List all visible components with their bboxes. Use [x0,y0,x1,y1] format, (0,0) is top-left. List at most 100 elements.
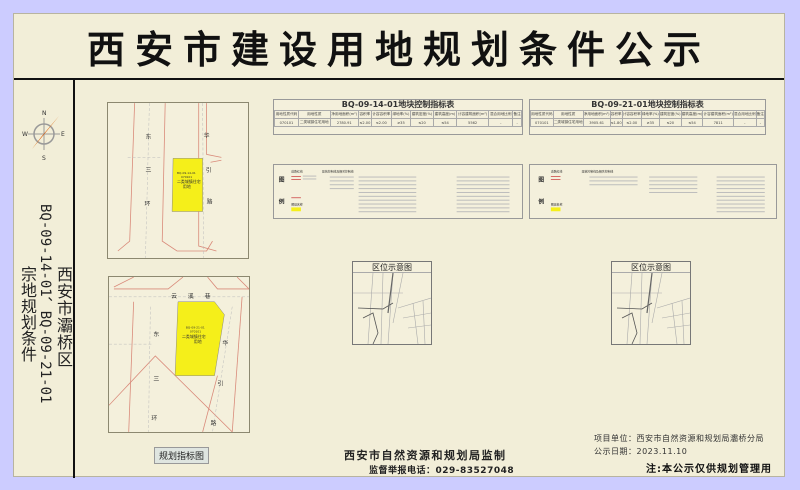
map-label: 三 [145,167,151,174]
map-label: 华 [222,339,228,347]
map-label: 云 [171,293,177,300]
divider [73,80,75,478]
map-label: 环 [151,415,157,422]
parcel-codes: BQ-09-14-01、BQ-09-21-01 [37,204,53,404]
table-cell: 用地性质代码 [530,110,554,119]
location-map-title: 区位示意图 [353,262,431,273]
table-cell: 070101 [274,118,299,127]
map-label: 例 [538,198,544,206]
map-label: 溪 [188,292,194,300]
supervising-agency: 西安市自然资源和规划局监制 [344,449,507,462]
control-table-14-01: BQ-09-14-01地块控制指标表 用地性质代码用地性质净用地面积(m²)容积… [273,99,523,135]
table-cell: 计容容积率 [621,110,642,119]
table-cell: 用地性质 [297,110,331,119]
table-cell: 二类城镇住宅用地 [552,118,584,127]
page-title: 西安市建设用地规划条件公示 [14,14,784,80]
map-label: 巷 [205,292,211,300]
table-cell: ≤54 [680,118,704,127]
map-label: 环 [144,201,150,208]
map-label: 引 [206,166,212,174]
table-cell: ≤20 [410,118,434,127]
map-label: S [42,155,46,162]
table-cell: 混合用地比例 [732,110,757,119]
table-header-row: 用地性质代码用地性质净用地面积(m²)容积率计容容积率绿地率(%)建筑密度(%)… [530,110,766,119]
table-cell: 混合用地比例 [488,110,514,119]
table-cell: 二类城镇住宅用地 [297,118,331,127]
map-label: 070101 [190,329,201,333]
planning-map-button[interactable]: 规划指标图 [154,447,210,464]
parcel-map-21-01[interactable]: BQ-09-21-01 070101 二类城镇住宅 用地 云溪巷 东三环 华引路 [108,276,250,433]
map-label: N [42,110,47,117]
table-cell: ≥35 [640,118,660,127]
project-unit: 项目单位：西安市自然资源和规划局灞桥分局 [594,434,764,443]
table-cell: ≤54 [432,118,458,127]
table-cell: 建筑高度(m) [432,110,458,119]
table-cell: 计容容积率 [370,110,392,119]
table-cell: 绿地率(%) [390,110,412,119]
table-cell: 备注 [512,110,522,119]
map-label: 用地 [183,184,191,189]
map-label: 图斑名称 [291,201,303,206]
notice-board: 西安市建设用地规划条件公示 N S E W 西安市灞桥区 BQ-09-14-01… [13,13,785,478]
table-cell: - [488,118,514,127]
map-label: 二类城镇住宅 [177,179,201,184]
legend-14-01: 图 例 道路红线 建筑控制线及相关控制线 图斑名称 [273,164,523,219]
map-label: 070101 [181,175,192,179]
map-label: 例 [279,198,285,206]
location-map-graphic [353,272,432,345]
table-cell: - [512,118,522,127]
map-label: 图 [538,175,544,183]
table-cell: 2780.91 [329,118,359,127]
table-cell: 3905.61 [582,118,611,127]
location-map-title: 区位示意图 [612,262,690,273]
table-cell: 净用地面积(m²) [329,110,359,119]
table-cell: 建筑密度(%) [658,110,682,119]
legend-21-01: 图 例 道路红线 建筑控制线及相关控制线 图斑名称 [529,164,777,219]
map-label: BQ-09-21-01 [186,325,205,329]
table-cell: 建筑高度(m) [680,110,704,119]
compass-icon: N S E W [22,110,65,162]
table-cell: 5562 [456,118,490,127]
table-cell: 7811 [702,118,734,127]
table-cell: 容积率 [609,110,623,119]
map-label: 道路红线 [291,169,303,174]
table-cell: 计容建筑面积(m²) [702,110,734,119]
table-cell: 备注 [755,110,766,119]
table-cell: 070101 [530,118,554,127]
notice-date: 公示日期：2023.11.10 [594,447,688,456]
table-cell: 绿地率(%) [640,110,660,119]
usage-note: 注:本公示仅供规划管理用 [646,464,772,475]
table-cell: 用地性质代码 [274,110,299,119]
map-label: BQ-09-14-01 [177,171,196,175]
map-label: 道路红线 [551,169,563,174]
table-cell: 用地性质 [552,110,584,119]
conditions-label: 宗地规划条件 [18,266,37,362]
map-label: 路 [207,198,213,206]
map-label: 用地 [194,339,202,344]
parcel-map-14-01[interactable]: BQ-09-14-01 070101 二类城镇住宅 用地 东三环 华引路 [107,102,249,259]
control-table-21-01: BQ-09-21-01地块控制指标表 用地性质代码用地性质净用地面积(m²)容积… [529,99,766,135]
location-map-2[interactable]: 区位示意图 [611,261,691,345]
table-cell: ≤2.00 [621,118,642,127]
map-label: W [22,131,28,138]
map-label: 建筑控制线及相关控制线 [582,169,614,174]
table-cell: ≤2.00 [357,118,372,127]
report-hotline: 监督举报电话：029-83527048 [369,466,515,476]
table-cell: ≤1.80 [609,118,623,127]
map-label: 图 [279,175,285,183]
table-cell: 容积率 [357,110,372,119]
map-label: 引 [217,380,223,388]
map-label: 华 [204,132,210,140]
location-map-graphic [612,272,691,345]
table-cell: 计容建筑面积(m²) [456,110,490,119]
location-map-1[interactable]: 区位示意图 [352,261,432,345]
table-cell: ≤20 [658,118,682,127]
table-cell: ≤2.00 [370,118,392,127]
map-label: 图斑名称 [551,201,563,206]
map-label: 三 [153,376,159,383]
map-label: E [61,131,65,138]
table-cell: - [732,118,757,127]
table-cell: 建筑密度(%) [410,110,434,119]
table-cell: ≥35 [390,118,412,127]
